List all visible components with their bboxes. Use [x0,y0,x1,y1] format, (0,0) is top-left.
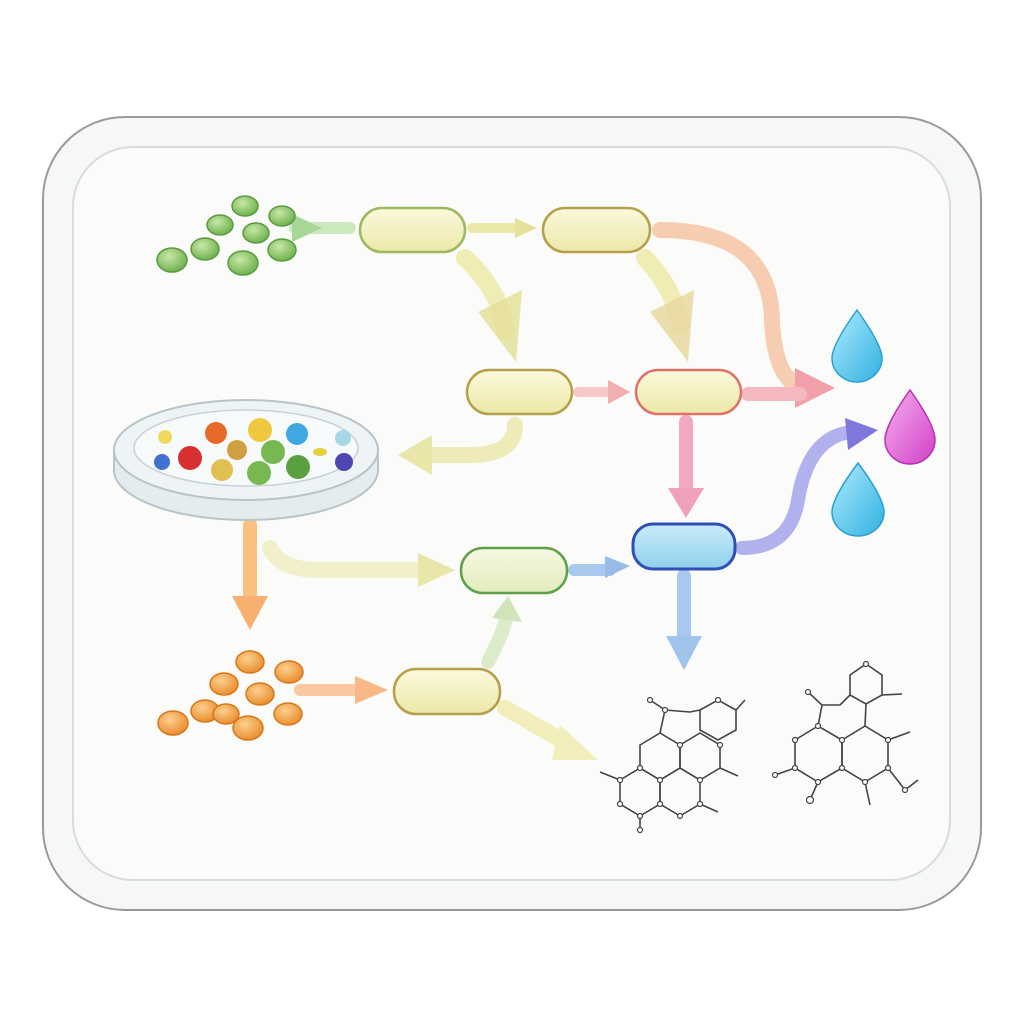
molecule-structure-icon [771,660,919,806]
arrow-head [398,435,432,475]
water-droplet-icon [831,308,883,383]
pathway-node-1[interactable] [358,206,467,254]
pathway-node-3[interactable] [465,368,574,416]
arrow-head [478,290,522,362]
nodes [358,206,743,716]
arrow-head [552,725,598,760]
pathway-node-4[interactable] [634,368,743,416]
green-cell-cluster-icon [156,195,297,276]
arrow-head [650,290,694,362]
arrow-head [515,218,537,238]
orange-cell-cluster-icon [157,650,304,741]
arrow-head [608,380,630,404]
molecule-structure-icon [599,696,746,834]
arrow-node3-to-dish [422,417,523,463]
arrow-dish-to-node6 [262,540,428,578]
petri-dish-icon [113,399,379,521]
arrow-head [355,676,388,704]
magenta-droplet-icon [884,388,936,465]
arrow-head [492,596,522,622]
arrow-head [605,556,630,578]
pathway-node-7[interactable] [392,667,502,716]
arrow-head [292,214,322,242]
inner-panel [72,146,951,881]
arrow-node2-to-drop [652,222,818,396]
arrows [232,214,878,760]
water-droplet-icon [831,461,885,537]
pathway-node-5[interactable] [631,522,737,571]
pathway-node-2[interactable] [541,206,652,254]
arrow-head [232,596,268,630]
arrow-head [418,553,455,587]
arrow-head [666,636,702,670]
pathway-node-6[interactable] [459,546,569,595]
arrow-head [845,418,878,450]
arrow-node5-to-drop [735,425,857,555]
arrow-head [668,488,704,518]
